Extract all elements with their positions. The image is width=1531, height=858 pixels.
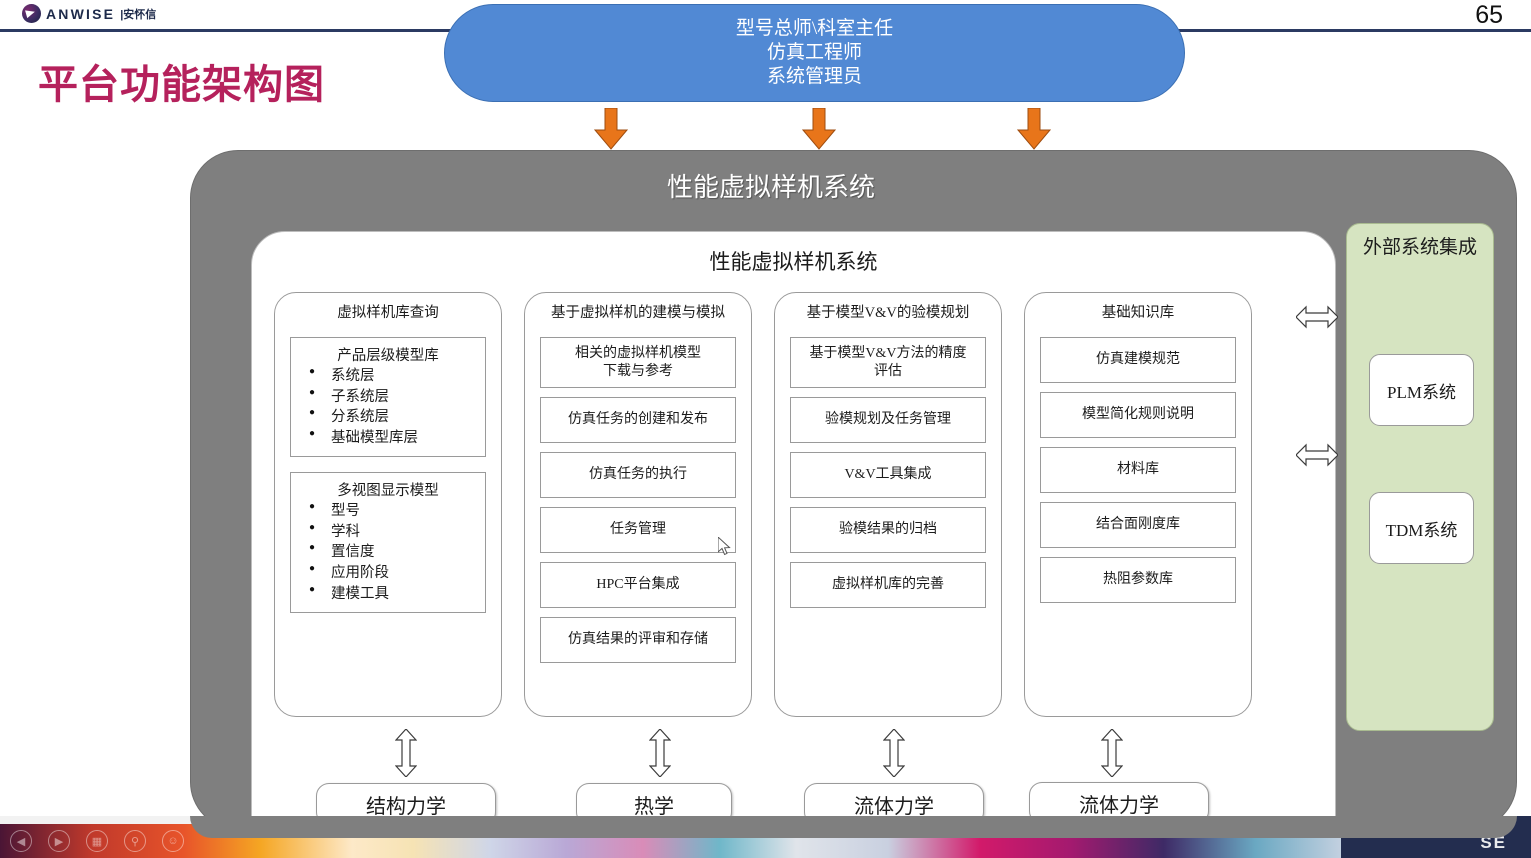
list-box-title: 产品层级模型库: [337, 348, 439, 364]
list-box[interactable]: 产品层级模型库 系统层 子系统层 分系统层 基础模型库层: [290, 337, 486, 458]
double-arrow-vertical-icon: [1101, 729, 1123, 777]
orange-down-arrow-icon: [594, 108, 628, 150]
role-line-0: 型号总师\科室主任: [735, 17, 894, 39]
list-item[interactable]: 学科: [297, 521, 479, 543]
feature-column-modeling-simulation[interactable]: 基于虚拟样机的建模与模拟 相关的虚拟样机模型下载与参考 仿真任务的创建和发布 仿…: [524, 292, 752, 717]
slide-header: ANWISE |安怀信 65: [0, 0, 1531, 29]
list-item[interactable]: 应用阶段: [297, 562, 479, 584]
list-item[interactable]: 基础模型库层: [297, 427, 479, 449]
system-panel: 性能虚拟样机系统 虚拟样机库查询 产品层级模型库 系统层 子系统层 分系统层 基…: [251, 231, 1336, 858]
list-box-title: 多视图显示模型: [337, 483, 439, 500]
role-line-2: 系统管理员: [766, 66, 862, 88]
page-title: 平台功能架构图: [38, 63, 325, 107]
platform-container: 性能虚拟样机系统 性能虚拟样机系统 虚拟样机库查询 产品层级模型库 系统层 子系…: [190, 150, 1517, 858]
double-arrow-vertical-icon: [649, 729, 671, 777]
double-arrow-vertical-icon: [395, 729, 417, 777]
orange-down-arrow-icon: [802, 108, 836, 150]
feature-box[interactable]: HPC平台集成: [540, 562, 736, 608]
forward-icon[interactable]: ▶: [48, 830, 70, 852]
feature-column-vv-planning[interactable]: 基于模型V&V的验模规划 基于模型V&V方法的精度评估 验模规划及任务管理 V&…: [774, 292, 1002, 717]
anwise-logo-mark-icon: [22, 4, 41, 23]
column-title: 基于虚拟样机的建模与模拟: [551, 305, 725, 321]
orange-down-arrow-icon: [1017, 108, 1051, 150]
list-item[interactable]: 置信度: [297, 541, 479, 563]
feature-box[interactable]: 验模规划及任务管理: [790, 397, 986, 443]
logo-brand-text: ANWISE: [46, 5, 116, 22]
feature-box[interactable]: 相关的虚拟样机模型下载与参考: [540, 337, 736, 388]
feature-box[interactable]: 任务管理: [540, 507, 736, 553]
taskbar-icon-group: ◀ ▶ ▦ ⚲ ☺: [10, 830, 184, 852]
feature-box[interactable]: 仿真任务的创建和发布: [540, 397, 736, 443]
system-panel-title: 性能虚拟样机系统: [709, 250, 878, 274]
feature-box[interactable]: 材料库: [1040, 447, 1236, 493]
list-item[interactable]: 子系统层: [297, 386, 479, 408]
external-panel-title: 外部系统集成: [1362, 237, 1477, 258]
list-item[interactable]: 系统层: [297, 365, 479, 387]
search-icon[interactable]: ⚲: [124, 830, 146, 852]
feature-box[interactable]: 结合面刚度库: [1040, 502, 1236, 548]
smiley-icon[interactable]: ☺: [162, 830, 184, 852]
feature-box[interactable]: 基于模型V&V方法的精度评估: [790, 337, 986, 388]
feature-column-knowledge-base[interactable]: 基础知识库 仿真建模规范 模型简化规则说明 材料库 结合面刚度库 热阻参数库: [1024, 292, 1252, 717]
feature-box[interactable]: 仿真结果的评审和存储: [540, 617, 736, 663]
double-arrow-horizontal-icon: [1296, 443, 1338, 467]
external-system-box[interactable]: PLM系统: [1369, 354, 1474, 426]
column-title: 虚拟样机库查询: [337, 305, 439, 321]
role-line-1: 仿真工程师: [766, 41, 862, 63]
list-item[interactable]: 型号: [297, 500, 479, 522]
double-arrow-horizontal-icon: [1296, 305, 1338, 329]
mouse-cursor-icon: [718, 537, 731, 556]
external-integration-panel: 外部系统集成 PLM系统 TDM系统: [1346, 223, 1494, 731]
feature-box[interactable]: 仿真建模规范: [1040, 337, 1236, 383]
platform-container-overlap: [190, 816, 1517, 838]
logo-brand-cn: |安怀信: [120, 8, 157, 21]
page-number: 65: [1475, 1, 1503, 29]
list-item[interactable]: 分系统层: [297, 406, 479, 428]
role-banner: 型号总师\科室主任 仿真工程师 系统管理员: [444, 4, 1185, 102]
list-item[interactable]: 建模工具: [297, 583, 479, 605]
list-box[interactable]: 多视图显示模型 型号 学科 置信度 应用阶段 建模工具: [290, 472, 486, 614]
list-box-items: 系统层 子系统层 分系统层 基础模型库层: [297, 365, 479, 449]
column-title: 基于模型V&V的验模规划: [806, 305, 970, 321]
back-icon[interactable]: ◀: [10, 830, 32, 852]
platform-title: 性能虚拟样机系统: [666, 173, 875, 202]
feature-column-virtual-prototype-query[interactable]: 虚拟样机库查询 产品层级模型库 系统层 子系统层 分系统层 基础模型库层 多视图…: [274, 292, 502, 717]
feature-box[interactable]: V&V工具集成: [790, 452, 986, 498]
feature-box[interactable]: 验模结果的归档: [790, 507, 986, 553]
feature-box[interactable]: 热阻参数库: [1040, 557, 1236, 603]
external-system-box[interactable]: TDM系统: [1369, 492, 1474, 564]
anwise-logo: ANWISE |安怀信: [22, 4, 156, 23]
column-title: 基础知识库: [1101, 305, 1175, 321]
feature-box[interactable]: 仿真任务的执行: [540, 452, 736, 498]
feature-box[interactable]: 模型简化规则说明: [1040, 392, 1236, 438]
grid-icon[interactable]: ▦: [86, 830, 108, 852]
list-box-items: 型号 学科 置信度 应用阶段 建模工具: [297, 500, 479, 605]
feature-box[interactable]: 虚拟样机库的完善: [790, 562, 986, 608]
double-arrow-vertical-icon: [883, 729, 905, 777]
